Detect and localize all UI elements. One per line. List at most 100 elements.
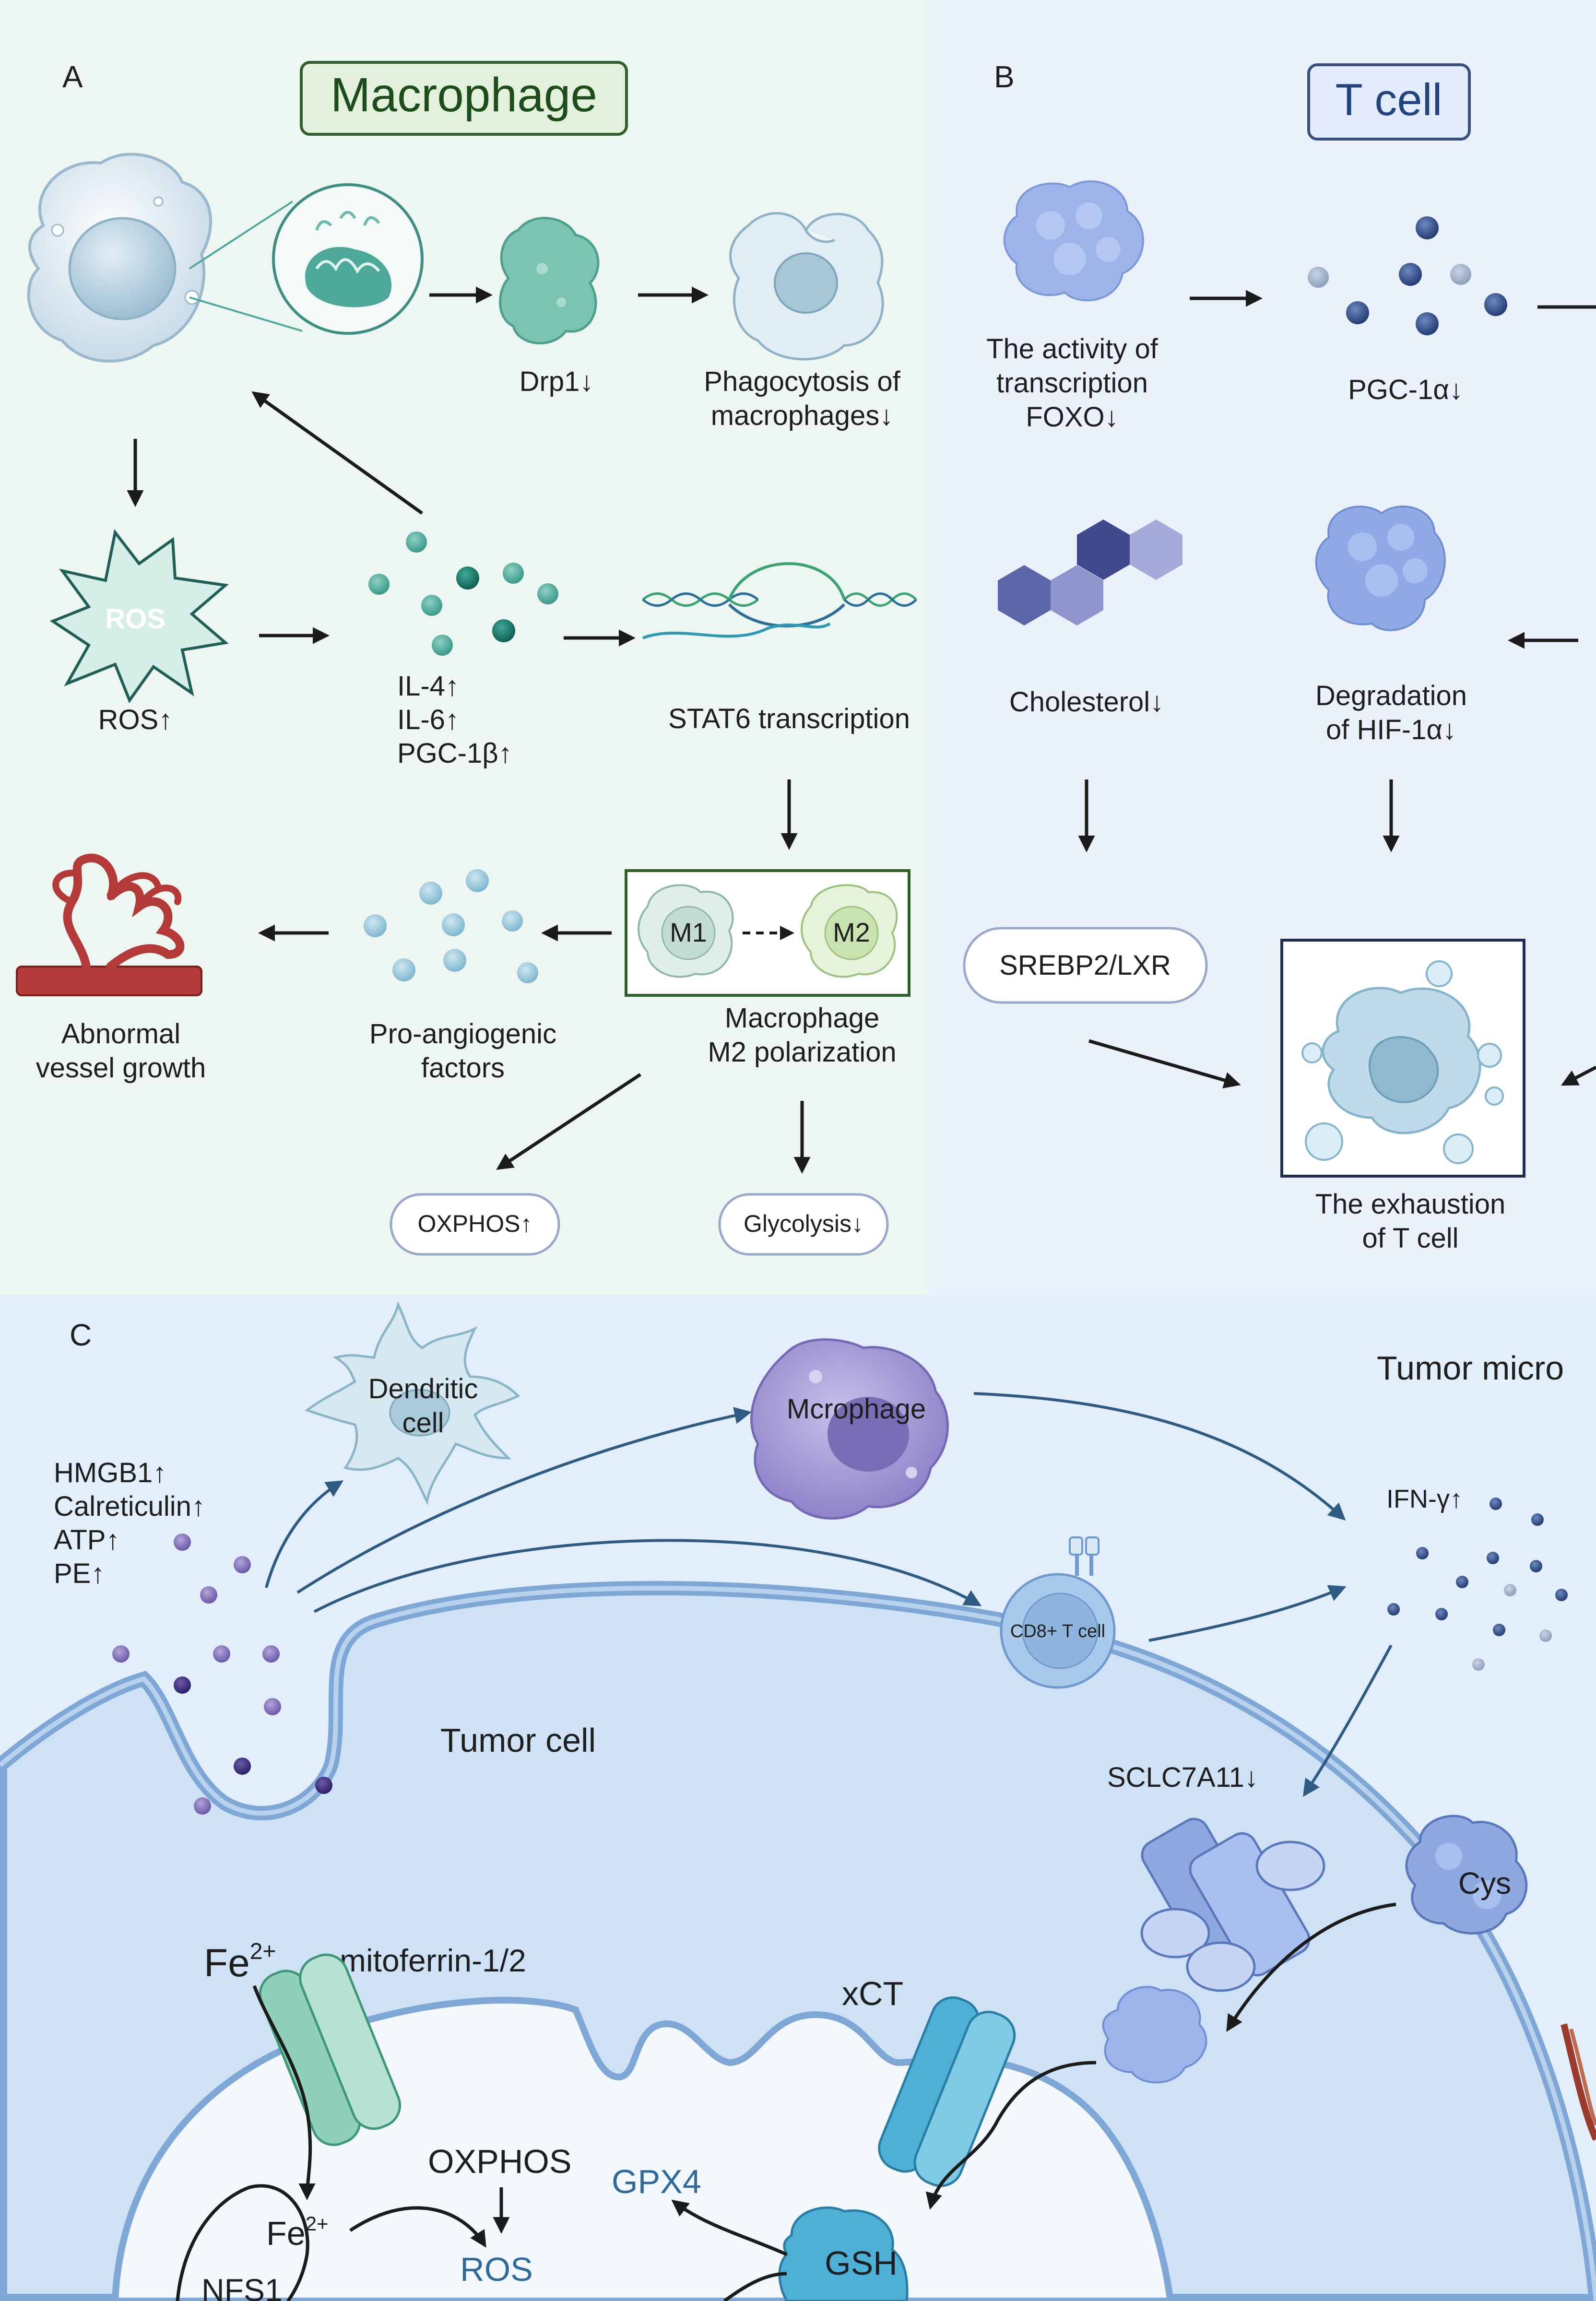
glycolysis-pill — [718, 1193, 889, 1256]
cd8-tcell-illustration — [1000, 1536, 1116, 1689]
tumor-cell-label: Tumor cell — [440, 1722, 596, 1759]
m2-cell-illustration — [801, 884, 898, 978]
tcell-title: T cell — [1336, 74, 1442, 125]
pgc1b-label: PGC-1β↑ — [397, 738, 512, 769]
cys-molecule-illustration — [1405, 1815, 1528, 1935]
cytokine-particles — [368, 531, 558, 656]
m2-polarization-label-2: M2 polarization — [708, 1037, 896, 1068]
ros-starburst-label: ROS — [105, 603, 166, 635]
xct-label: xCT — [842, 1975, 903, 2012]
dendritic-cell-illustration — [304, 1301, 520, 1505]
foxo-label-2: transcription — [996, 367, 1148, 399]
ros-starburst — [49, 529, 229, 704]
oxphos-inner-label: OXPHOS — [428, 2143, 572, 2180]
srebp-lxr-pill — [963, 927, 1208, 1004]
mitochondrion-cristae — [176, 2184, 309, 2301]
m2-label: M2 — [833, 917, 870, 947]
panel-c-letter: C — [70, 1318, 92, 1352]
glycolysis-pill-label: Glycolysis↓ — [744, 1210, 863, 1237]
foxo-protein-illustration — [1003, 180, 1144, 302]
macrophage-title-box — [300, 61, 628, 136]
arrow-fe-through-mitoferrin — [252, 1985, 316, 2200]
foxo-label-1: The activity of — [986, 333, 1159, 365]
damp-particles — [112, 1534, 332, 1815]
fe-top-symbol: Fe — [204, 1941, 250, 1985]
cys-label: Cys — [1458, 1866, 1511, 1900]
arrow-damps-to-dendritic — [265, 1480, 344, 1588]
fe-inner-symbol: Fe — [266, 2215, 306, 2252]
fe-inner-charge: 2+ — [306, 2212, 329, 2235]
macrophage-title: Macrophage — [331, 68, 597, 122]
fe-inner-label: Fe2+ — [266, 2212, 329, 2252]
arrow-damps-to-macrophage — [296, 1407, 752, 1594]
phagocytosis-label-2: macrophages↓ — [711, 400, 893, 431]
m2-polarization-label-1: Macrophage — [725, 1003, 879, 1034]
oxphos-pill-label: OXPHOS↑ — [418, 1210, 532, 1237]
arrow-cys-into-cell — [1226, 1902, 1396, 2032]
vessel-label-2: vessel growth — [36, 1052, 206, 1084]
exhaustion-label-1: The exhaustion — [1315, 1189, 1506, 1220]
vessel-label-1: Abnormal — [61, 1018, 180, 1050]
nfs1-label: NFS1 — [201, 2272, 283, 2301]
arrow-cytokines-to-macrophage — [251, 391, 424, 515]
tcell-title-box — [1307, 63, 1471, 141]
arrow-fe-to-ros — [349, 2206, 486, 2248]
arrow-polarization-to-oxphos — [496, 1073, 641, 1170]
proangiogenic-label-1: Pro-angiogenic — [369, 1018, 556, 1050]
arrow-damps-to-cd8 — [313, 1539, 982, 1613]
gsh-label: GSH — [825, 2244, 898, 2282]
cholesterol-label: Cholesterol↓ — [1009, 686, 1164, 718]
gsh-flux-curve — [723, 2272, 787, 2301]
ifng-label: IFN-γ↑ — [1386, 1485, 1463, 1513]
cholesterol-molecule-illustration — [998, 519, 1182, 625]
proangiogenic-particles — [364, 869, 538, 983]
intracellular-cys-illustration — [1102, 1986, 1207, 2084]
hif1a-label-1: Degradation — [1315, 680, 1467, 711]
ifng-particles — [1387, 1498, 1568, 1671]
foxo-label-3: FOXO↓ — [1026, 401, 1118, 433]
exhaustion-label-2: of T cell — [1362, 1223, 1459, 1254]
arrow-cd8-to-ifng — [1148, 1585, 1347, 1642]
il4-label: IL-4↑ — [397, 671, 459, 702]
calreticulin-label: Calreticulin↑ — [54, 1491, 205, 1522]
stat6-label: STAT6 transcription — [668, 703, 910, 734]
arrow-macrophage-to-ifng — [973, 1392, 1346, 1521]
sclc7a11-transporter-illustration — [1140, 1817, 1325, 1992]
m1-label: M1 — [670, 917, 707, 947]
xct-transporter-illustration — [878, 1996, 1016, 2187]
panel-c-macrophage-label: Mcrophage — [787, 1393, 926, 1425]
srebp-lxr-label: SREBP2/LXR — [999, 950, 1171, 981]
fibrous-tissue-illustration — [1561, 2023, 1596, 2141]
gsh-molecule-illustration — [778, 2206, 909, 2301]
il6-label: IL-6↑ — [397, 704, 459, 735]
fe-top-label: Fe2+ — [204, 1939, 276, 1985]
hmgb1-label: HMGB1↑ — [54, 1457, 166, 1488]
atp-label: ATP↑ — [54, 1524, 120, 1556]
cd8-label: CD8+ T cell — [1010, 1621, 1105, 1641]
m1-cell-illustration — [638, 884, 734, 978]
phagocytosis-label-1: Phagocytosis of — [704, 366, 900, 397]
arrow-offpage-to-exhaustion — [1561, 1065, 1596, 1086]
stat6-dna-illustration — [642, 562, 917, 639]
hif1a-protein-illustration — [1315, 506, 1446, 631]
pe-label: PE↑ — [54, 1558, 105, 1589]
sclc7a11-label: SCLC7A11↓ — [1107, 1762, 1258, 1793]
oxphos-pill — [390, 1193, 560, 1256]
hif1a-label-2: of HIF-1α↓ — [1326, 714, 1456, 745]
gpx4-label: GPX4 — [612, 2163, 701, 2200]
panel-a-letter: A — [62, 59, 83, 94]
arrow-cys-through-xct — [925, 2061, 1097, 2210]
mitoferrin-transporter-illustration — [259, 1953, 402, 2147]
drp1-label: Drp1↓ — [520, 366, 594, 397]
ros-up-label: ROS↑ — [98, 704, 173, 735]
drp1-protein-illustration — [499, 217, 600, 344]
pgc1a-particles — [1308, 216, 1507, 335]
panel-b-letter: B — [994, 59, 1015, 94]
arrow-gsh-to-gpx4 — [671, 2199, 788, 2256]
fe-top-charge: 2+ — [250, 1939, 276, 1964]
ros-inner-label: ROS — [460, 2251, 533, 2288]
resting-macrophage-illustration — [27, 153, 213, 363]
dendritic-label-2: cell — [402, 1407, 444, 1439]
dendritic-label-1: Dendritic — [368, 1373, 478, 1404]
